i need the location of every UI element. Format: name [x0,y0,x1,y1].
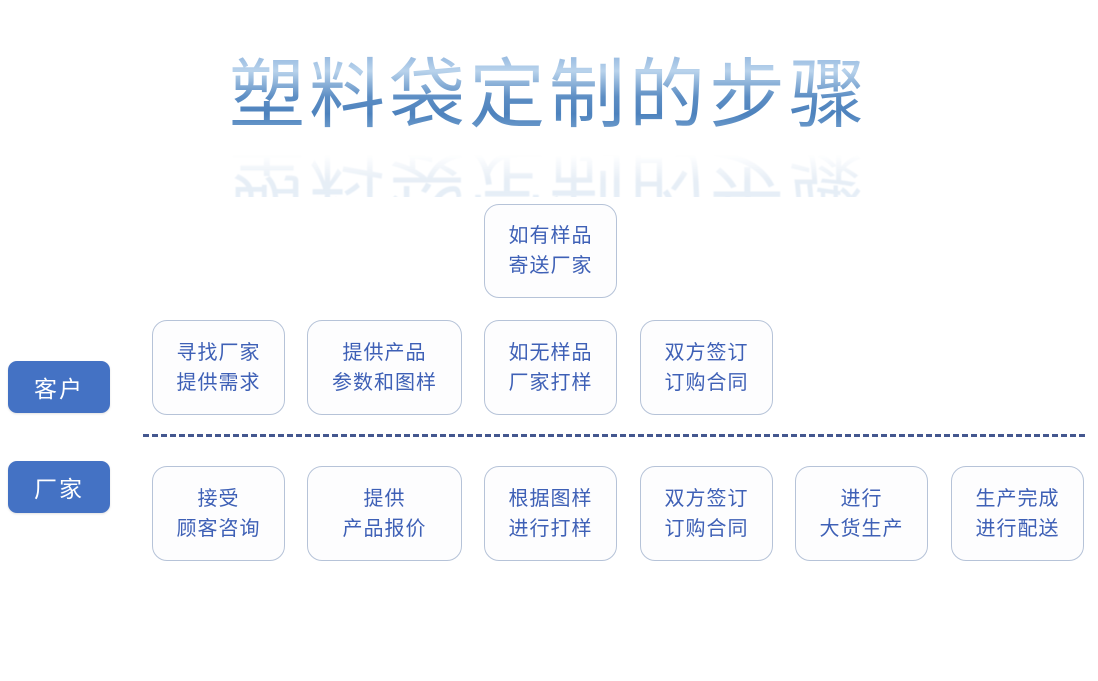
role-label-customer[interactable]: 客户 [8,361,110,413]
step-line-1: 接受 [197,487,240,510]
step-box-factory-5[interactable]: 生产完成 进行配送 [951,466,1084,561]
step-box-customer-3[interactable]: 双方签订 订购合同 [640,320,773,415]
step-line-2: 顾客咨询 [176,517,261,540]
step-line-1: 双方签订 [664,487,749,510]
step-line-1: 生产完成 [975,487,1060,510]
step-line-1: 提供产品 [342,341,427,364]
step-line-2: 进行打样 [508,517,593,540]
step-line-1: 寻找厂家 [176,341,261,364]
step-box-customer-2[interactable]: 如无样品 厂家打样 [484,320,617,415]
slide-title-reflection: 塑料袋定制的步骤 [0,139,1098,197]
lane-divider [143,434,1085,437]
slide-title-reflection-text: 塑料袋定制的步骤 [229,139,869,197]
step-box-customer-0[interactable]: 寻找厂家 提供需求 [152,320,285,415]
step-line-2: 订购合同 [664,517,749,540]
step-line-1: 双方签订 [664,341,749,364]
step-line-2: 订购合同 [664,371,749,394]
step-line-2: 大货生产 [819,517,904,540]
step-line-2: 参数和图样 [332,371,437,394]
step-line-2: 进行配送 [975,517,1060,540]
step-box-factory-3[interactable]: 双方签订 订购合同 [640,466,773,561]
slide-title-text: 塑料袋定制的步骤 [229,50,869,139]
step-box-factory-4[interactable]: 进行 大货生产 [795,466,928,561]
step-box-factory-1[interactable]: 提供 产品报价 [307,466,462,561]
step-box-factory-0[interactable]: 接受 顾客咨询 [152,466,285,561]
role-label-factory-text: 厂家 [34,476,84,502]
step-line-1: 如无样品 [508,341,593,364]
slide-title: 塑料袋定制的步骤 [0,52,1098,192]
step-line-2: 产品报价 [342,517,427,540]
step-line-1: 如有样品 [508,225,593,247]
step-box-factory-2[interactable]: 根据图样 进行打样 [484,466,617,561]
step-line-1: 提供 [363,487,406,510]
step-line-2: 提供需求 [176,371,261,394]
step-box-top-0[interactable]: 如有样品 寄送厂家 [484,204,617,298]
role-label-customer-text: 客户 [34,376,84,402]
step-line-1: 进行 [840,487,883,510]
step-box-customer-1[interactable]: 提供产品 参数和图样 [307,320,462,415]
step-line-1: 根据图样 [508,487,593,510]
step-line-2: 寄送厂家 [508,255,593,277]
role-label-factory[interactable]: 厂家 [8,461,110,513]
step-line-2: 厂家打样 [508,371,593,394]
